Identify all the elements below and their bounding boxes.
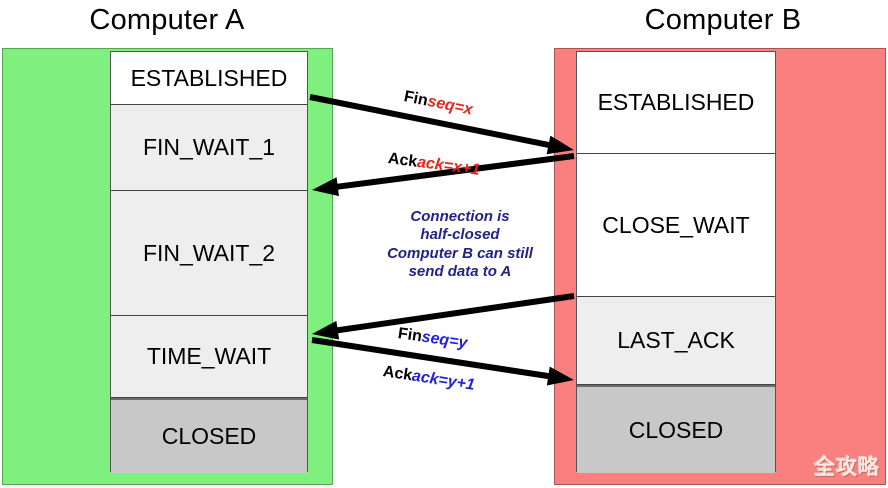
packet-param: seq=y [420, 328, 469, 352]
state-label: TIME_WAIT [146, 343, 272, 369]
state-label: LAST_ACK [617, 327, 735, 353]
annotation-line: half-closed [420, 226, 500, 244]
packet-param: ack=x+1 [416, 153, 481, 179]
packet-name: Fin [396, 325, 424, 346]
state-label: CLOSED [161, 423, 257, 449]
state-box-last-ack: LAST_ACK [577, 297, 775, 385]
state-box-close-wait: CLOSE_WAIT [577, 154, 775, 297]
state-box-time-wait: TIME_WAIT [111, 316, 307, 398]
state-label: ESTABLISHED [130, 64, 288, 91]
state-label: FIN_WAIT_1 [142, 134, 276, 160]
state-box-established: ESTABLISHED [111, 52, 307, 105]
packet-param: ack=y+1 [410, 367, 476, 394]
packet-name: Ack [381, 363, 414, 385]
packet-label-ack-x1: Ackack=x+1 [387, 150, 481, 180]
packet-name: Fin [402, 88, 430, 110]
state-label: CLOSE_WAIT [602, 211, 750, 238]
annotation-line: send data to A [408, 262, 512, 280]
packet-label-ack-y1: Ackack=y+1 [382, 363, 476, 395]
host-title-computer-b: Computer B [644, 4, 802, 36]
annotation-line: Connection is [410, 208, 510, 225]
state-box-closed: CLOSED [577, 385, 775, 473]
annotation-line: Computer B can still [387, 244, 533, 262]
state-label: FIN_WAIT_2 [142, 239, 276, 266]
state-stack-computer-b: ESTABLISHED CLOSE_WAIT LAST_ACK CLOSED [576, 51, 776, 473]
state-label: ESTABLISHED [597, 89, 755, 115]
arrow-shaft [330, 293, 575, 335]
state-box-established: ESTABLISHED [577, 52, 775, 154]
state-box-closed: CLOSED [111, 398, 307, 473]
packet-name: Ack [386, 150, 419, 171]
host-title-computer-a: Computer A [89, 4, 245, 36]
packet-param: seq=x [425, 92, 475, 119]
watermark: 全攻略 [814, 455, 880, 479]
state-label: CLOSED [628, 416, 724, 443]
state-box-fin-wait-1: FIN_WAIT_1 [111, 105, 307, 191]
packet-label-fin-x: Finseq=x [402, 88, 474, 119]
packet-label-fin-y: Finseq=y [397, 325, 469, 353]
state-box-fin-wait-2: FIN_WAIT_2 [111, 191, 307, 316]
